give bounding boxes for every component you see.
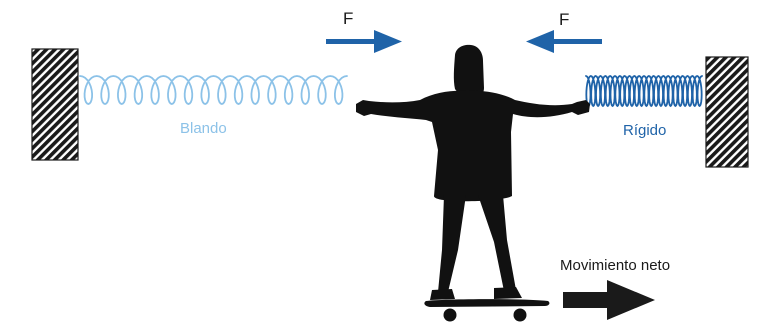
skateboard: [424, 299, 550, 322]
skateboard-wheel: [513, 308, 527, 322]
soft-spring-label: Blando: [180, 120, 227, 137]
net-motion-label: Movimiento neto: [560, 257, 671, 274]
net-motion-arrow: [563, 280, 655, 320]
force-arrow-left: [326, 30, 402, 53]
skater-silhouette: [356, 44, 590, 300]
soft-spring: [79, 75, 348, 105]
skateboard-wheel: [443, 308, 457, 322]
right-wall: [705, 56, 749, 168]
stiff-spring: [585, 74, 703, 108]
left-wall: [31, 48, 79, 161]
force-label-left: F: [343, 9, 354, 28]
force-label-right: F: [559, 10, 570, 29]
stiff-spring-label: Rígido: [623, 122, 667, 139]
force-arrow-right: [526, 30, 602, 53]
